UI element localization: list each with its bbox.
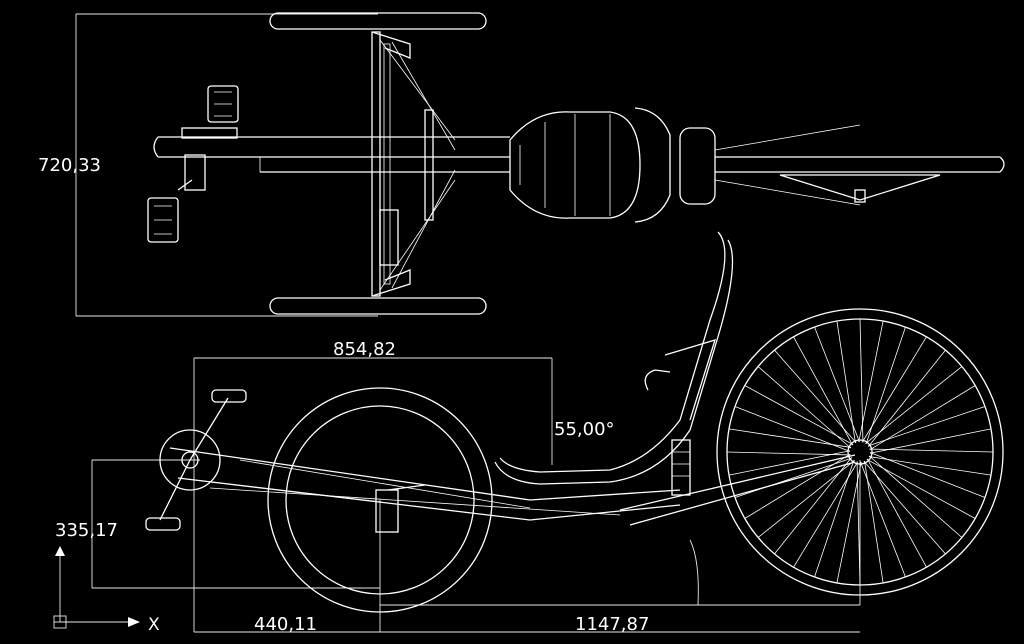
chainstay-top-2 [714,179,861,206]
pedal-side-lower [145,517,181,531]
ucs-axis-icon: X [53,546,160,635]
spoke [793,336,854,446]
head-angle-arc [689,539,699,606]
spoke [864,460,884,584]
crank-arm-top [177,179,193,191]
chain-lower [209,487,621,516]
front-kingpin-side [375,489,399,533]
ucs-x-arrow [128,617,140,627]
wheelbase-label: 1147,87 [575,614,649,635]
cassette-top [779,174,941,201]
derailleur-top [854,189,866,203]
front-wheel-inner [285,405,475,595]
cross-member [424,109,434,221]
front-axle [371,31,381,297]
crank-spindle-top [184,154,206,191]
boom-nose [153,136,159,158]
seat-back-inner [494,239,734,485]
side-view [91,231,1004,633]
chainstay-top-1 [714,124,861,151]
spoke [865,366,963,444]
spoke [869,452,986,498]
axle-inner [383,43,391,285]
pedal-top-right [147,197,179,243]
headrest-support [664,339,716,421]
crank-height-label: 335,17 [55,520,118,541]
spoke [867,406,986,447]
chain-upper [239,459,531,509]
upper-length-label: 854,82 [333,339,396,360]
tie-rod-2 [391,41,456,151]
rear-frame-top [634,107,671,223]
spoke [869,428,992,454]
tie-rod-3 [379,179,456,291]
rear-shock [671,439,691,496]
rear-wheel-spokes [726,318,994,586]
spoke [793,461,859,568]
spoke [861,336,927,443]
spoke [836,461,862,584]
spoke [757,460,855,538]
head-angle-label: 55,00° [554,419,615,440]
boom-side-bottom [177,477,531,521]
kingpin-bottom [371,269,411,297]
crank-spindle-side [181,451,199,469]
spoke [726,451,851,456]
pedal-side-upper [211,389,247,403]
steering-arm [387,484,426,491]
chainstay-side-2 [629,461,856,526]
chainstay-side-1 [619,454,856,511]
rear-wheel-tyre [716,308,1004,596]
crank-to-front-label: 440,11 [254,614,317,635]
main-tube-top [529,489,681,501]
seat-top-view [509,111,641,219]
chainring-side [159,429,221,491]
ucs-y-arrow [55,546,65,556]
crank-arm-lower [159,459,191,521]
seat-back-outer [499,231,726,473]
ucs-x-label: X [148,615,160,635]
crank-arm-upper [189,397,229,461]
tie-rod-4 [391,169,456,289]
spoke [757,366,852,449]
spoke [868,455,963,538]
pedal-top-left [207,85,239,123]
spoke [866,458,927,568]
kingpin-top [371,31,411,59]
spoke [734,457,853,498]
front-left-wheel-top [269,12,487,30]
track-width-label: 720,33 [38,155,101,176]
shock-top-view [379,209,399,266]
chainring-top [181,127,238,139]
main-tube-bottom [529,504,681,521]
front-wheel-outer [267,387,493,613]
seat-bracket [644,369,671,391]
rear-hub-housing [679,127,716,205]
spoke [734,406,851,452]
rear-hub [847,439,873,465]
tie-rod-1 [379,39,456,141]
top-view [75,12,1005,317]
rear-wheel-end [999,156,1005,173]
spoke [858,320,884,443]
front-right-wheel-top [269,297,487,315]
boom-side-top [169,447,531,501]
spoke [836,320,856,444]
